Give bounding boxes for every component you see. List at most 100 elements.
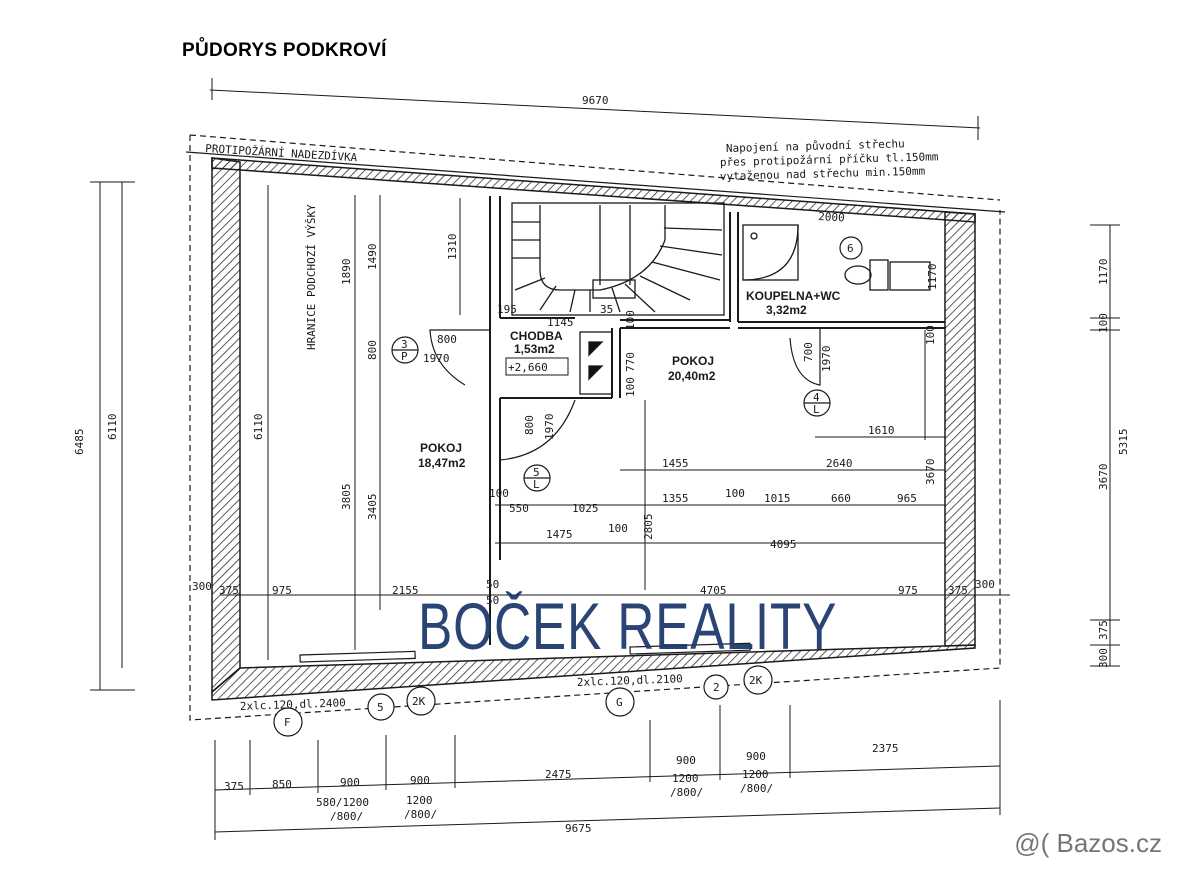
dim-1490: 1490 bbox=[366, 244, 379, 271]
window-left bbox=[299, 650, 416, 663]
dim-1455: 1455 bbox=[662, 457, 689, 470]
dim-bottom-total: 9675 bbox=[565, 822, 592, 835]
dim-inner-6110: 6110 bbox=[252, 414, 265, 441]
door-4-height: 1970 bbox=[820, 346, 833, 373]
dim-1145: 1145 bbox=[547, 316, 574, 329]
dim-3670-b: 3670 bbox=[924, 459, 937, 486]
dim-770: 770 bbox=[624, 352, 637, 372]
dim-left-outer: 6485 bbox=[73, 429, 86, 456]
room-koupelna-name: KOUPELNA+WC bbox=[746, 289, 841, 303]
height-limit-label: HRANICE PODCHOZÍ VÝŠKY bbox=[305, 204, 318, 350]
room-pokoj-left-area: 18,47m2 bbox=[418, 456, 466, 470]
door-5 bbox=[499, 398, 576, 461]
dim-left-mid: 6110 bbox=[106, 414, 119, 441]
door-4-type: L bbox=[813, 403, 820, 416]
marker-2k-left: 2K bbox=[412, 695, 426, 708]
dim-1310: 1310 bbox=[446, 234, 459, 261]
window-right-label: 2xlc.120,dl.2100 bbox=[577, 672, 683, 689]
dim-3805: 3805 bbox=[340, 484, 353, 511]
dimension-lines bbox=[90, 78, 1120, 840]
door-3-height: 1970 bbox=[423, 352, 450, 365]
dim-b-850: 850 bbox=[272, 778, 292, 791]
room-pokoj-left-name: POKOJ bbox=[420, 441, 462, 455]
dim-100-a: 100 bbox=[624, 310, 637, 330]
dim-660: 660 bbox=[831, 492, 851, 505]
dim-r-1170: 1170 bbox=[1097, 259, 1110, 286]
dim-s-300-b: 300 bbox=[975, 578, 995, 591]
window-4-size-top: 1200 bbox=[742, 768, 769, 781]
dim-b-900-c: 900 bbox=[676, 754, 696, 767]
dim-b-2475: 2475 bbox=[545, 768, 572, 781]
dim-100-f: 100 bbox=[608, 522, 628, 535]
room-pokoj-right-name: POKOJ bbox=[672, 354, 714, 368]
roof-note-2: přes protipožární příčku tl.150mm bbox=[720, 150, 939, 169]
window-3-size-top: 1200 bbox=[672, 772, 699, 785]
wall-left bbox=[211, 157, 241, 694]
room-pokoj-right-area: 20,40m2 bbox=[668, 369, 716, 383]
dim-s-975-a: 975 bbox=[272, 584, 292, 597]
dim-top-total: 9670 bbox=[582, 94, 609, 107]
dim-1890: 1890 bbox=[340, 259, 353, 286]
marker-f: F bbox=[284, 716, 291, 729]
window-4-size-bottom: /800/ bbox=[740, 782, 773, 795]
dim-550: 550 bbox=[509, 502, 529, 515]
bathroom-fixtures bbox=[742, 224, 931, 291]
dim-2805: 2805 bbox=[642, 514, 655, 541]
dim-s-4705: 4705 bbox=[700, 584, 727, 597]
door-5-type: L bbox=[533, 478, 540, 491]
dim-2640: 2640 bbox=[826, 457, 853, 470]
dim-s-375-b: 375 bbox=[948, 584, 968, 597]
roof-note-3: vytaženou nad střechu min.150mm bbox=[720, 165, 926, 183]
dim-right-total: 5315 bbox=[1117, 429, 1130, 456]
dim-100-e: 100 bbox=[725, 487, 745, 500]
window-2-size-top: 1200 bbox=[406, 794, 433, 807]
dim-35: 35 bbox=[600, 303, 613, 316]
window-3-size-bottom: /800/ bbox=[670, 786, 703, 799]
level-label: +2,660 bbox=[508, 361, 548, 374]
staircase bbox=[511, 202, 725, 316]
marker-6: 6 bbox=[847, 242, 854, 255]
room-chodba-area: 1,53m2 bbox=[514, 342, 555, 356]
dim-s-375-a: 375 bbox=[219, 584, 239, 597]
room-chodba-name: CHODBA bbox=[510, 329, 563, 343]
wall-right bbox=[944, 211, 976, 647]
dim-b-900-a: 900 bbox=[340, 776, 360, 789]
window-2-size-bottom: /800/ bbox=[404, 808, 437, 821]
shafts bbox=[579, 331, 613, 395]
door-3-width: 800 bbox=[437, 333, 457, 346]
window-left-label: 2xlc.120,dl.2400 bbox=[240, 696, 346, 713]
marker-circles bbox=[273, 236, 863, 737]
dim-b-900-d: 900 bbox=[746, 750, 766, 763]
dim-r-3670: 3670 bbox=[1097, 464, 1110, 491]
dim-r-375: 375 bbox=[1097, 620, 1110, 640]
door-4-width: 700 bbox=[802, 342, 815, 362]
dim-1475: 1475 bbox=[546, 528, 573, 541]
dim-1610: 1610 bbox=[868, 424, 895, 437]
page-title: PŮDORYS PODKROVÍ bbox=[182, 40, 387, 61]
windows bbox=[299, 642, 751, 663]
dim-100-b: 100 bbox=[624, 377, 637, 397]
dim-s-50-b: 50 bbox=[486, 594, 499, 607]
marker-5: 5 bbox=[377, 701, 384, 714]
dim-3405: 3405 bbox=[366, 494, 379, 521]
roof-note-1: Napojení na původní střechu bbox=[726, 137, 905, 155]
level-box bbox=[505, 357, 569, 376]
door-3 bbox=[429, 329, 490, 386]
toilet bbox=[844, 265, 872, 285]
dim-r-300: 300 bbox=[1097, 648, 1110, 668]
dim-1015: 1015 bbox=[764, 492, 791, 505]
dim-t-1170: 1170 bbox=[926, 264, 939, 291]
dim-s-975-b: 975 bbox=[898, 584, 918, 597]
door-5-width: 800 bbox=[523, 415, 536, 435]
dim-1355: 1355 bbox=[662, 492, 689, 505]
shower bbox=[742, 224, 799, 281]
door-3-type: P bbox=[401, 350, 408, 363]
door-5-id: 5 bbox=[533, 466, 540, 479]
wall-bottom bbox=[211, 644, 976, 701]
door-4 bbox=[789, 328, 821, 386]
room-koupelna-area: 3,32m2 bbox=[766, 303, 807, 317]
walls bbox=[211, 157, 976, 701]
dim-r-100: 100 bbox=[1097, 313, 1110, 333]
dim-b-900-b: 900 bbox=[410, 774, 430, 787]
dim-100-c: 100 bbox=[924, 325, 937, 345]
